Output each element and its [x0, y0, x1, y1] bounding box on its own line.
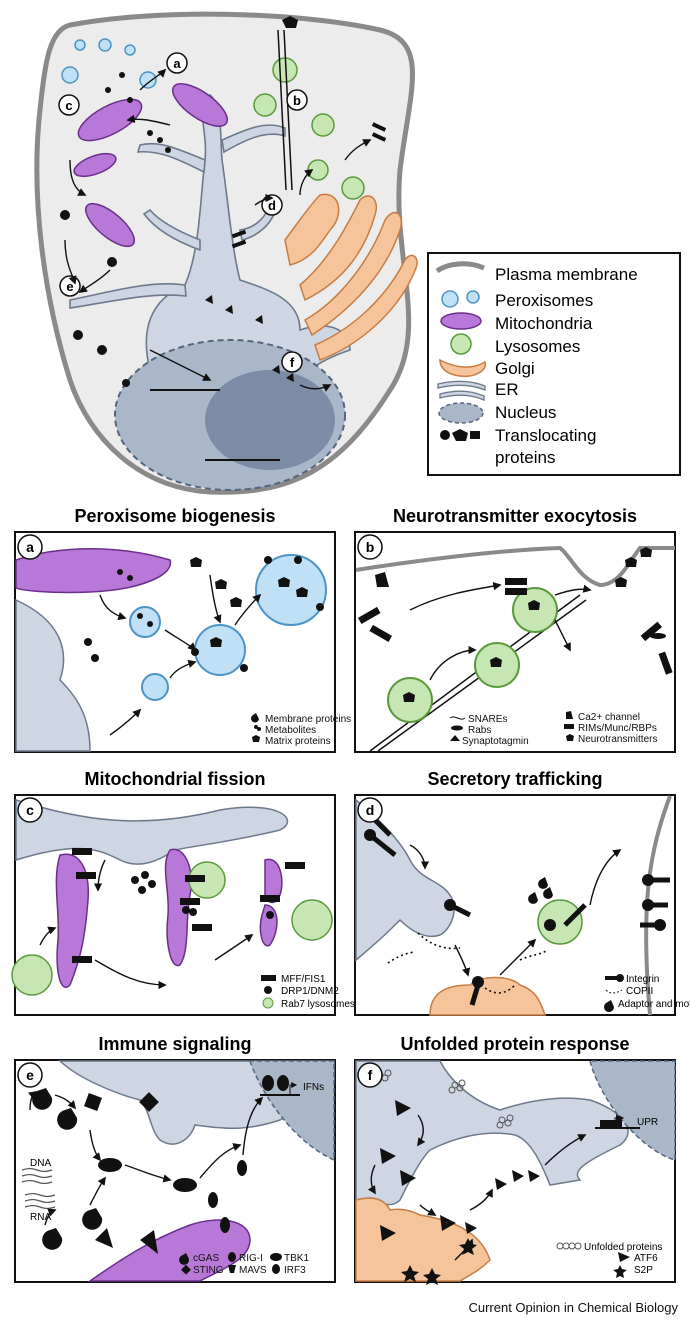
panel-d-legend: Integrin COPII Adaptor and motors [604, 974, 690, 1012]
svg-text:ER: ER [495, 380, 519, 399]
svg-text:DRP1/DNM2: DRP1/DNM2 [281, 986, 339, 997]
svg-text:c: c [65, 98, 72, 113]
svg-text:Metabolites: Metabolites [265, 725, 316, 736]
svg-text:a: a [173, 56, 181, 71]
peroxisomes [61, 38, 157, 89]
svg-text:b: b [293, 93, 301, 108]
svg-text:Plasma membrane: Plasma membrane [495, 265, 638, 284]
panel-f-title: Unfolded protein response [400, 1034, 629, 1054]
translocating-proteins-icon [440, 429, 480, 441]
panel-f: UPR f Unfolded proteins ATF6 S2P [354, 1059, 676, 1285]
svg-text:f: f [290, 355, 295, 370]
panel-a-legend: Membrane proteins Metabolites Matrix pro… [251, 713, 351, 747]
panel-d: d Integrin COPII Adaptor and motors [354, 794, 690, 1016]
panel-b-title: Neurotransmitter exocytosis [393, 506, 637, 526]
panel-f-upr-label: UPR [637, 1117, 658, 1128]
panel-d-letter: d [366, 802, 375, 818]
svg-text:Matrix proteins: Matrix proteins [265, 736, 331, 747]
svg-text:MAVS: MAVS [239, 1265, 267, 1276]
panel-b-letter: b [366, 539, 375, 555]
panel-f-legend: Unfolded proteins ATF6 S2P [556, 1242, 662, 1278]
svg-text:COPII: COPII [626, 986, 653, 997]
panel-a-title: Peroxisome biogenesis [74, 506, 275, 526]
svg-text:RIMs/Munc/RBPs: RIMs/Munc/RBPs [578, 723, 657, 734]
er-icon [437, 380, 486, 401]
panel-f-letter: f [368, 1067, 373, 1083]
svg-text:Neurotransmitters: Neurotransmitters [578, 734, 657, 745]
svg-text:Rab7 lysosomes: Rab7 lysosomes [281, 999, 355, 1010]
panel-d-title: Secretory trafficking [427, 769, 602, 789]
svg-text:ATF6: ATF6 [634, 1253, 658, 1264]
panel-e-dna-label: DNA [30, 1158, 51, 1169]
panel-e: IFNs DNA RNA e cGAS STING RIG-I MAVS TBK [14, 1059, 336, 1283]
panel-e-title: Immune signaling [98, 1034, 251, 1054]
mitochondria-icon [440, 312, 482, 330]
panel-e-ifns-label: IFNs [303, 1082, 324, 1093]
svg-text:Mitochondria: Mitochondria [495, 314, 593, 333]
panel-c-legend: MFF/FIS1 DRP1/DNM2 Rab7 lysosomes [261, 974, 355, 1010]
svg-text:proteins: proteins [495, 448, 555, 467]
cell-marker-f: f [281, 351, 303, 373]
svg-text:cGAS: cGAS [193, 1253, 219, 1264]
svg-text:Golgi: Golgi [495, 359, 535, 378]
panel-e-rna-label: RNA [30, 1212, 51, 1223]
cell-marker-c: c [58, 94, 80, 116]
cell-marker-b: b [286, 89, 308, 111]
svg-text:SNAREs: SNAREs [468, 714, 507, 725]
svg-text:Nucleus: Nucleus [495, 403, 556, 422]
golgi-stack [284, 193, 418, 361]
svg-text:Lysosomes: Lysosomes [495, 337, 580, 356]
panel-b-legend: SNAREs Rabs Synaptotagmin Ca2+ channel R… [449, 711, 657, 747]
svg-text:Translocating: Translocating [495, 426, 596, 445]
golgi-icon [439, 358, 487, 378]
nucleolus [205, 370, 335, 470]
mitochondria [73, 83, 229, 248]
svg-text:MFF/FIS1: MFF/FIS1 [281, 974, 326, 985]
nucleus-icon [438, 402, 484, 424]
panel-c-letter: c [26, 802, 34, 818]
panel-c: c MFF/FIS1 DRP1/DNM2 Rab7 lysosomes [11, 794, 355, 1016]
svg-text:TBK1: TBK1 [284, 1253, 309, 1264]
svg-text:Peroxisomes: Peroxisomes [495, 291, 593, 310]
svg-text:Adaptor and motors: Adaptor and motors [618, 999, 690, 1010]
svg-text:Ca2+ channel: Ca2+ channel [578, 712, 640, 723]
svg-text:Rabs: Rabs [468, 725, 491, 736]
panel-e-legend: cGAS STING RIG-I MAVS TBK1 IRF3 [179, 1252, 309, 1276]
svg-text:Integrin: Integrin [626, 974, 659, 985]
panel-a-letter: a [26, 539, 34, 555]
journal-credit: Current Opinion in Chemical Biology [468, 1300, 678, 1315]
panel-b: b SNAREs Rabs Synaptotagmin Ca2+ channel… [354, 531, 676, 753]
svg-text:d: d [268, 198, 276, 213]
panel-a: a Membrane proteins Metabolites Matrix p… [14, 531, 351, 753]
cell-marker-a: a [166, 52, 188, 74]
cell-overview: a b c d e f [34, 11, 418, 495]
svg-text:Unfolded proteins: Unfolded proteins [584, 1242, 662, 1253]
panel-e-letter: e [26, 1067, 34, 1083]
svg-text:S2P: S2P [634, 1265, 653, 1276]
cell-proteins [60, 16, 387, 387]
overview-legend: Plasma membrane Peroxisomes Mitochondria… [427, 252, 681, 476]
svg-text:IRF3: IRF3 [284, 1265, 306, 1276]
lysosome-icon [450, 333, 472, 355]
panel-c-title: Mitochondrial fission [84, 769, 265, 789]
peroxisome-icon [441, 290, 480, 308]
cell-marker-e: e [59, 275, 81, 297]
svg-text:Synaptotagmin: Synaptotagmin [462, 736, 529, 747]
svg-text:STING: STING [193, 1265, 224, 1276]
plasma-membrane-icon [435, 261, 485, 274]
svg-text:RIG-I: RIG-I [239, 1253, 263, 1264]
svg-text:Membrane proteins: Membrane proteins [265, 714, 351, 725]
svg-text:e: e [66, 279, 73, 294]
